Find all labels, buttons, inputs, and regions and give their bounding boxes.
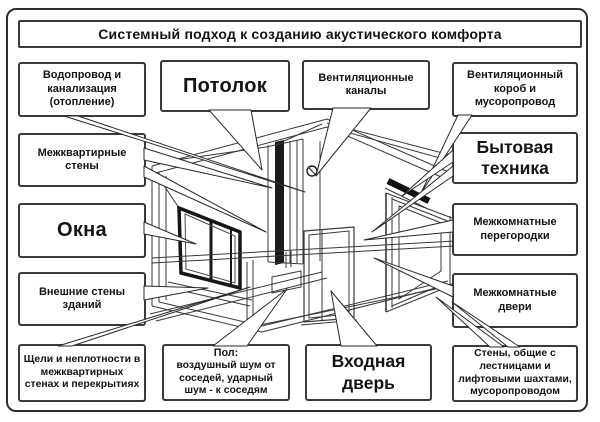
party-walls-label: Межквартирные стены — [37, 146, 127, 172]
diagram-title-box: Системный подход к созданию акустическог… — [18, 20, 582, 48]
vent-box-label: Вентиляционный короб и мусоропровод — [467, 69, 563, 109]
cracks-label: Щели и неплотности в межквартирных стена… — [23, 353, 141, 391]
window-drawing — [177, 205, 242, 291]
floor-label-title: Пол: — [213, 346, 239, 359]
entrance-door-label: Входная дверь — [331, 351, 406, 393]
external-walls-label: Внешние стены зданий — [38, 285, 126, 311]
left-wall-lines — [151, 166, 263, 333]
label-box-external-walls: Внешние стены зданий — [18, 272, 146, 326]
label-box-windows: Окна — [18, 203, 146, 258]
label-box-cracks: Щели и неплотности в межквартирных стена… — [18, 344, 146, 402]
ceiling-label: Потолок — [182, 74, 268, 97]
label-box-shared-walls: Стены, общие с лестницами и лифтовыми ша… — [452, 345, 578, 402]
label-box-entrance-door: Входная дверь — [305, 344, 432, 401]
label-box-floor: Пол: воздушный шум от соседей, ударный ш… — [162, 344, 290, 401]
label-box-ceiling: Потолок — [160, 60, 290, 112]
label-box-partitions: Межкомнатные перегородки — [452, 203, 578, 256]
floor-label-desc: воздушный шум от соседей, ударный шум - … — [176, 360, 276, 397]
party-wall-band — [265, 123, 323, 265]
shared-walls-label: Стены, общие с лестницами и лифтовыми ша… — [458, 348, 572, 398]
appliances-label: Бытовая техника — [476, 136, 554, 178]
label-box-vent-box: Вентиляционный короб и мусоропровод — [452, 62, 578, 117]
water-supply-label: Водопровод и канализация (отопление) — [42, 69, 122, 109]
dark-beam — [386, 178, 431, 204]
label-box-appliances: Бытовая техника — [452, 132, 578, 184]
outer-border — [6, 8, 588, 412]
diagram-title: Системный подход к созданию акустическог… — [98, 26, 502, 42]
label-box-party-walls: Межквартирные стены — [18, 133, 146, 187]
partitions-label: Межкомнатные перегородки — [473, 216, 557, 242]
ceiling-lines — [151, 118, 459, 181]
vent-channels-label: Вентиляционные каналы — [318, 71, 414, 97]
interior-doors-label: Межкомнатные двери — [473, 287, 557, 313]
label-box-water-supply: Водопровод и канализация (отопление) — [18, 62, 146, 117]
vent-hole — [306, 165, 318, 177]
label-box-interior-doors: Межкомнатные двери — [452, 273, 578, 328]
windows-label: Окна — [57, 219, 107, 242]
label-box-vent-channels: Вентиляционные каналы — [302, 60, 430, 110]
